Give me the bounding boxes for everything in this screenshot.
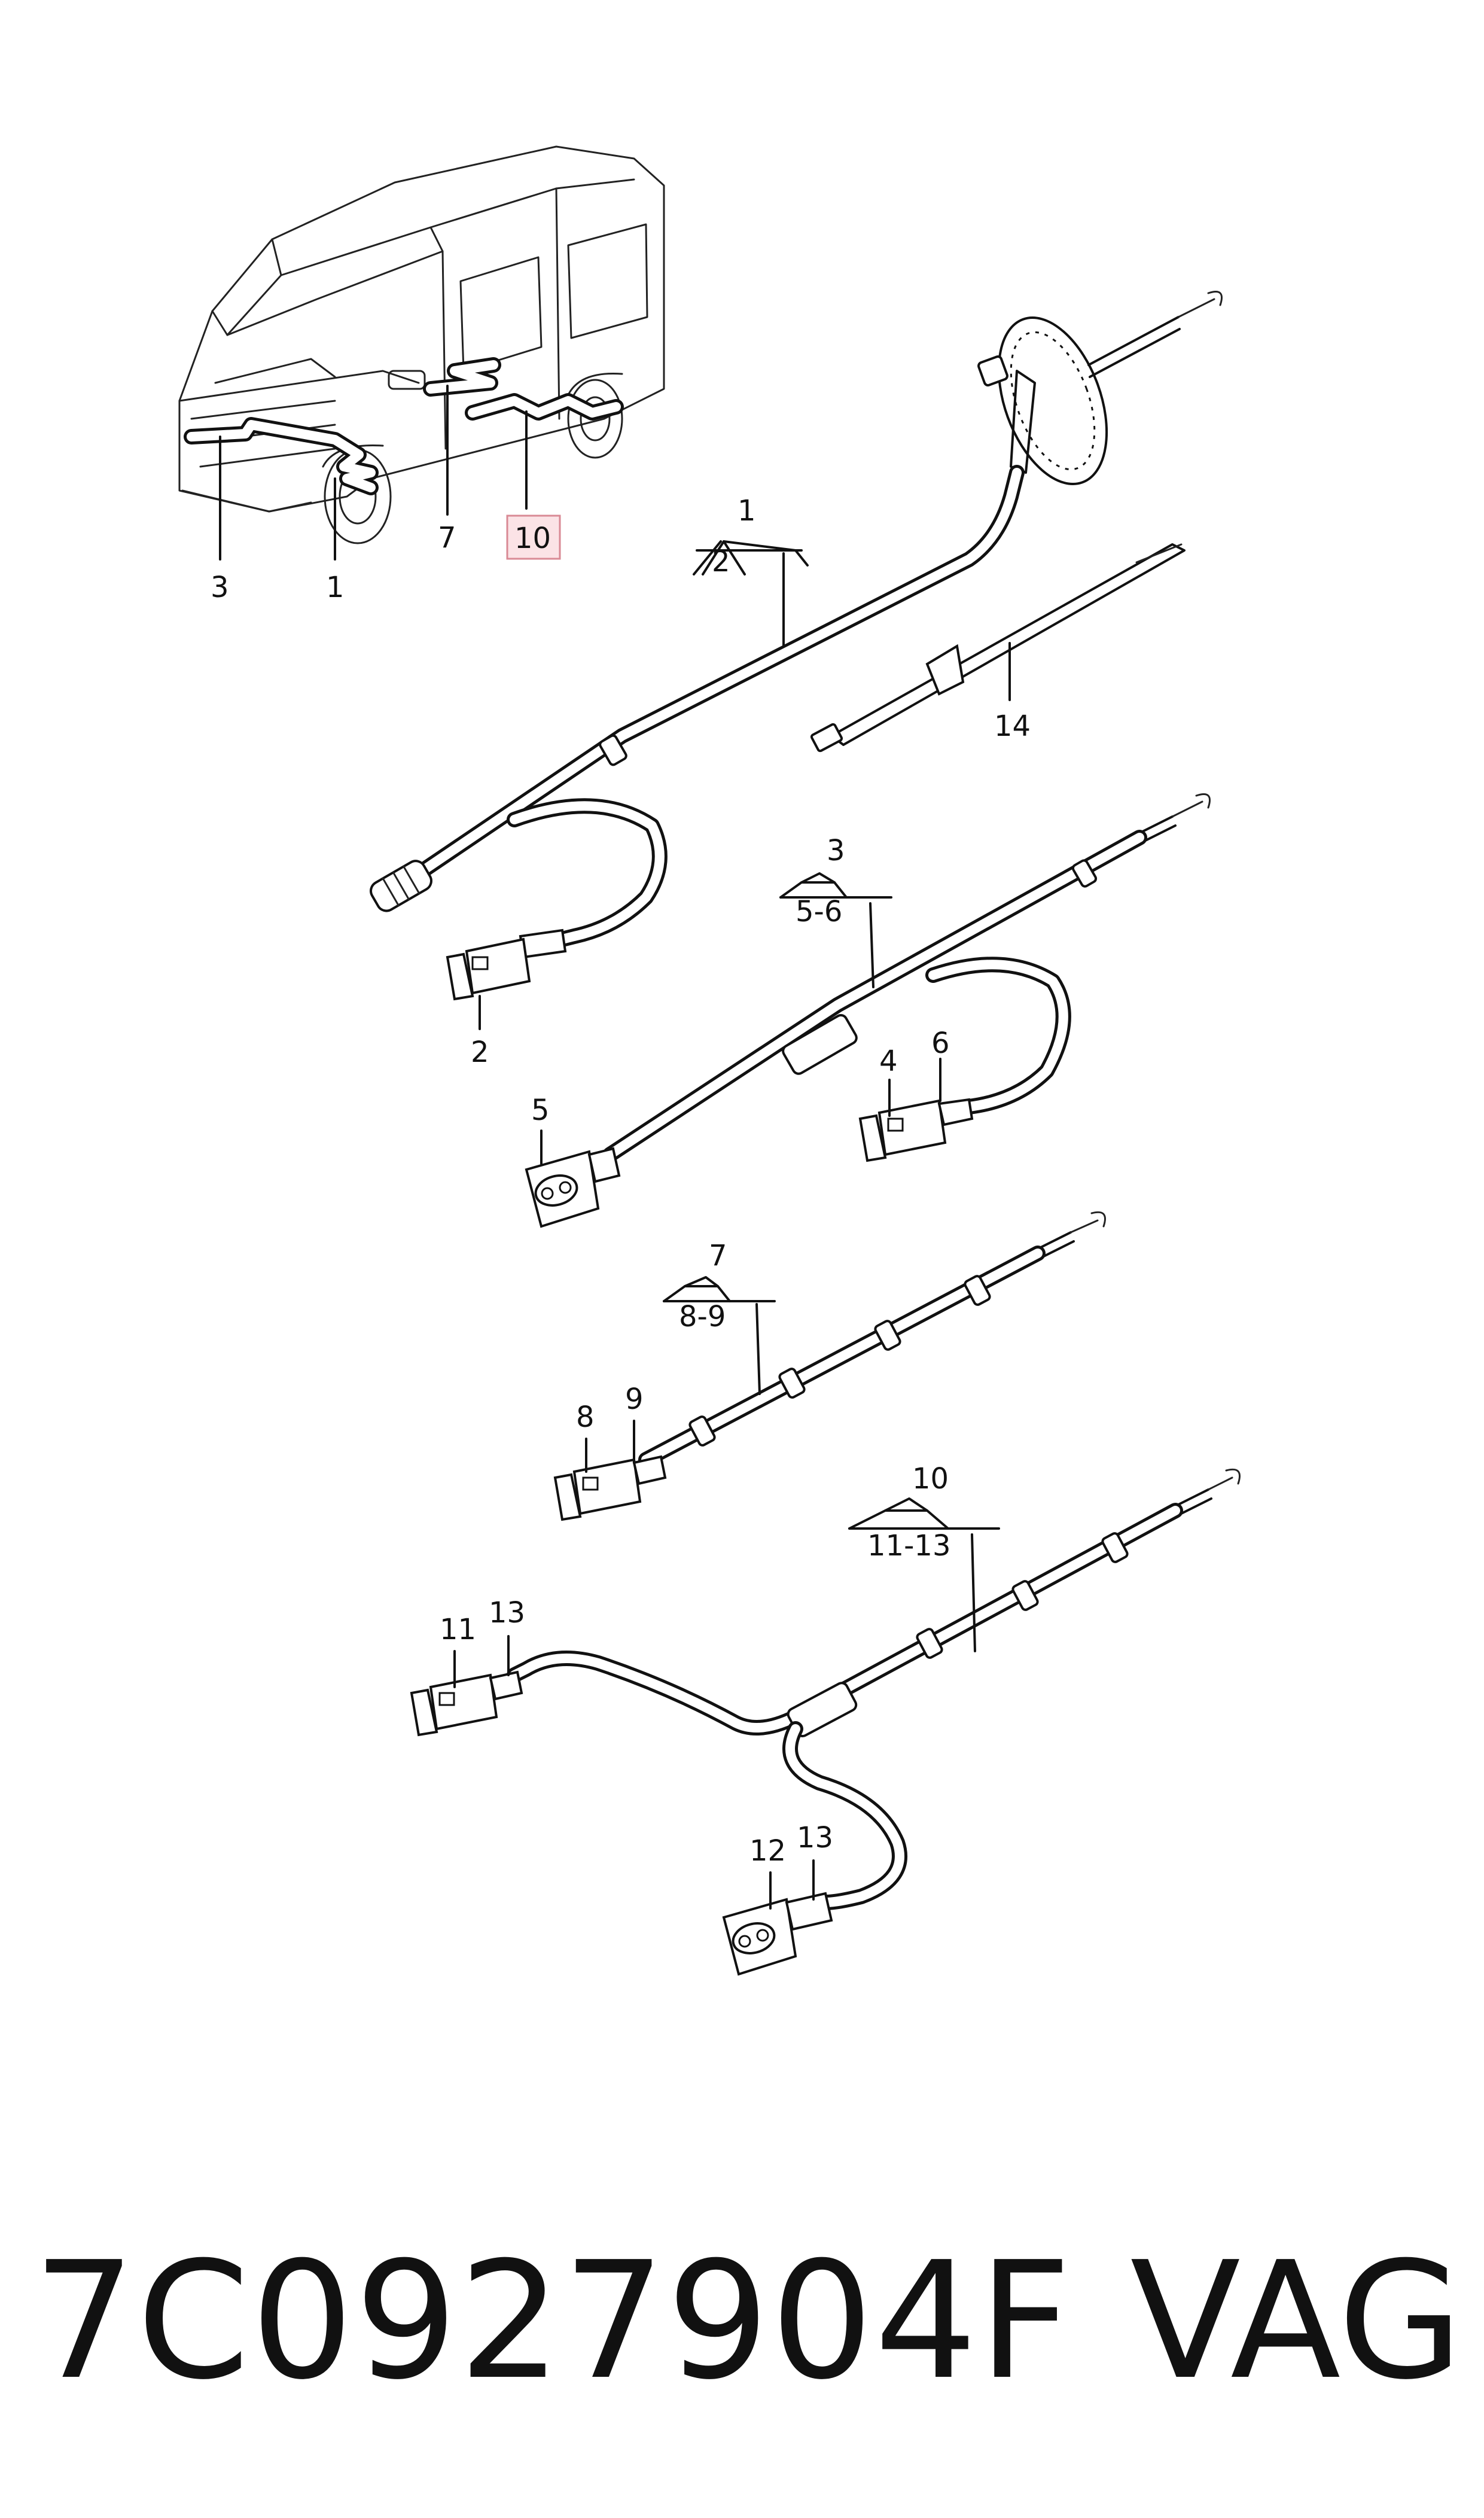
assembly-7-sensor-cable: 7 8-9 8 9 — [553, 1211, 1106, 1521]
assembly-1-sensor-cable: 1 2 2 — [370, 291, 1223, 1069]
part-14-cable-tie: 14 — [810, 543, 1186, 753]
callout-7-top: 7 — [709, 1239, 727, 1272]
callout-1-range: 2 — [712, 545, 730, 578]
highlight-box-10 — [506, 514, 561, 560]
callout-van-7: 7 — [438, 521, 456, 555]
callout-10-top: 10 — [912, 1462, 949, 1496]
callout-11: 11 — [440, 1613, 476, 1646]
callout-3-range: 5-6 — [796, 895, 842, 928]
part-number: 7C0927904F — [33, 2227, 1073, 2415]
callout-van-3: 3 — [211, 571, 229, 604]
callout-4: 4 — [879, 1045, 898, 1078]
callout-1-top: 1 — [738, 494, 756, 528]
callout-2: 2 — [471, 1036, 489, 1069]
assembly-3-sensor-cable: 3 5-6 4 5 6 — [525, 793, 1211, 1228]
assembly-10-sensor-cable: 10 11-13 11 13 12 13 — [410, 1462, 1241, 1976]
callout-10-range: 11-13 — [867, 1529, 950, 1563]
callout-14: 14 — [994, 710, 1031, 743]
van-illustration: 3 1 7 10 — [178, 145, 665, 604]
callout-6: 6 — [931, 1027, 950, 1060]
callout-8: 8 — [576, 1400, 595, 1434]
callout-13-upper: 13 — [489, 1596, 525, 1630]
callout-9: 9 — [625, 1383, 644, 1416]
callout-5: 5 — [531, 1094, 550, 1127]
footer: 7C0927904F VAG — [0, 2213, 1484, 2429]
callout-van-10: 10 — [514, 522, 551, 555]
brand-label: VAG — [1130, 2227, 1463, 2415]
callout-3-top: 3 — [827, 834, 845, 867]
callout-12: 12 — [749, 1834, 786, 1868]
callout-13-lower: 13 — [797, 1821, 833, 1855]
callout-van-1: 1 — [326, 571, 345, 604]
callout-7-range: 8-9 — [679, 1300, 726, 1333]
